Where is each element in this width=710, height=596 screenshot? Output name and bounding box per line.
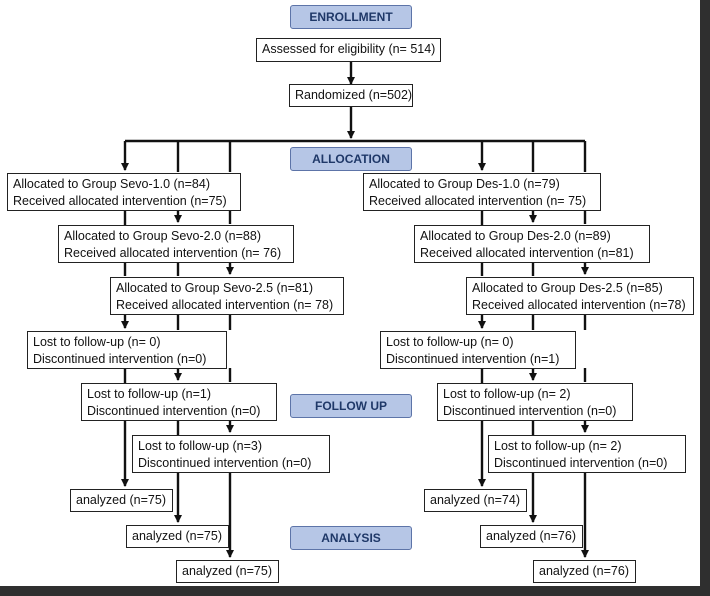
sevo-alloc-2-line1: Allocated to Group Sevo-2.0 (n=88) <box>64 229 261 243</box>
sevo-follow-2-line1: Lost to follow-up (n=1) <box>87 387 212 401</box>
des-analyzed-box-1: analyzed (n=74) <box>424 489 527 512</box>
sevo-analyzed-box-3: analyzed (n=75) <box>176 560 279 583</box>
des-follow-box-2: Lost to follow-up (n= 2) Discontinued in… <box>437 383 633 421</box>
des-follow-2-line2: Discontinued intervention (n=0) <box>443 404 617 418</box>
des-follow-3-line2: Discontinued intervention (n=0) <box>494 456 668 470</box>
assessed-box: Assessed for eligibility (n= 514) <box>256 38 441 62</box>
des-follow-box-1: Lost to follow-up (n= 0) Discontinued in… <box>380 331 576 369</box>
flow-diagram-canvas: ENROLLMENT ALLOCATION FOLLOW UP ANALYSIS… <box>0 0 700 586</box>
sevo-alloc-3-line2: Received allocated intervention (n= 78) <box>116 298 334 312</box>
des-alloc-box-1: Allocated to Group Des-1.0 (n=79) Receiv… <box>363 173 601 211</box>
des-follow-box-3: Lost to follow-up (n= 2) Discontinued in… <box>488 435 686 473</box>
des-analyzed-box-2: analyzed (n=76) <box>480 525 583 548</box>
assessed-text: Assessed for eligibility (n= 514) <box>262 42 436 56</box>
sevo-alloc-box-3: Allocated to Group Sevo-2.5 (n=81) Recei… <box>110 277 344 315</box>
des-follow-2-line1: Lost to follow-up (n= 2) <box>443 387 571 401</box>
des-alloc-2-line1: Allocated to Group Des-2.0 (n=89) <box>420 229 611 243</box>
sevo-follow-1-line2: Discontinued intervention (n=0) <box>33 352 207 366</box>
stage-analysis: ANALYSIS <box>290 526 412 550</box>
randomized-text: Randomized (n=502) <box>295 88 413 102</box>
des-follow-3-line1: Lost to follow-up (n= 2) <box>494 439 622 453</box>
sevo-follow-2-line2: Discontinued intervention (n=0) <box>87 404 261 418</box>
sevo-analyzed-3-text: analyzed (n=75) <box>182 564 272 578</box>
sevo-follow-box-1: Lost to follow-up (n= 0) Discontinued in… <box>27 331 227 369</box>
des-follow-1-line1: Lost to follow-up (n= 0) <box>386 335 514 349</box>
sevo-follow-3-line1: Lost to follow-up (n=3) <box>138 439 263 453</box>
sevo-follow-1-line1: Lost to follow-up (n= 0) <box>33 335 161 349</box>
sevo-alloc-box-2: Allocated to Group Sevo-2.0 (n=88) Recei… <box>58 225 294 263</box>
des-alloc-box-2: Allocated to Group Des-2.0 (n=89) Receiv… <box>414 225 650 263</box>
des-alloc-1-line1: Allocated to Group Des-1.0 (n=79) <box>369 177 560 191</box>
sevo-alloc-box-1: Allocated to Group Sevo-1.0 (n=84) Recei… <box>7 173 241 211</box>
sevo-alloc-3-line1: Allocated to Group Sevo-2.5 (n=81) <box>116 281 313 295</box>
sevo-alloc-1-line1: Allocated to Group Sevo-1.0 (n=84) <box>13 177 210 191</box>
sevo-follow-box-3: Lost to follow-up (n=3) Discontinued int… <box>132 435 330 473</box>
des-alloc-box-3: Allocated to Group Des-2.5 (n=85) Receiv… <box>466 277 694 315</box>
des-follow-1-line2: Discontinued intervention (n=1) <box>386 352 560 366</box>
sevo-analyzed-1-text: analyzed (n=75) <box>76 493 166 507</box>
sevo-analyzed-box-1: analyzed (n=75) <box>70 489 173 512</box>
des-analyzed-2-text: analyzed (n=76) <box>486 529 576 543</box>
des-alloc-2-line2: Received allocated intervention (n=81) <box>420 246 634 260</box>
randomized-box: Randomized (n=502) <box>289 84 413 107</box>
sevo-alloc-2-line2: Received allocated intervention (n= 76) <box>64 246 282 260</box>
des-alloc-1-line2: Received allocated intervention (n= 75) <box>369 194 587 208</box>
stage-follow-up: FOLLOW UP <box>290 394 412 418</box>
des-alloc-3-line2: Received allocated intervention (n=78) <box>472 298 686 312</box>
sevo-analyzed-box-2: analyzed (n=75) <box>126 525 229 548</box>
sevo-follow-3-line2: Discontinued intervention (n=0) <box>138 456 312 470</box>
des-analyzed-3-text: analyzed (n=76) <box>539 564 629 578</box>
sevo-alloc-1-line2: Received allocated intervention (n=75) <box>13 194 227 208</box>
des-alloc-3-line1: Allocated to Group Des-2.5 (n=85) <box>472 281 663 295</box>
stage-allocation: ALLOCATION <box>290 147 412 171</box>
sevo-follow-box-2: Lost to follow-up (n=1) Discontinued int… <box>81 383 277 421</box>
sevo-analyzed-2-text: analyzed (n=75) <box>132 529 222 543</box>
stage-enrollment: ENROLLMENT <box>290 5 412 29</box>
des-analyzed-box-3: analyzed (n=76) <box>533 560 636 583</box>
des-analyzed-1-text: analyzed (n=74) <box>430 493 520 507</box>
